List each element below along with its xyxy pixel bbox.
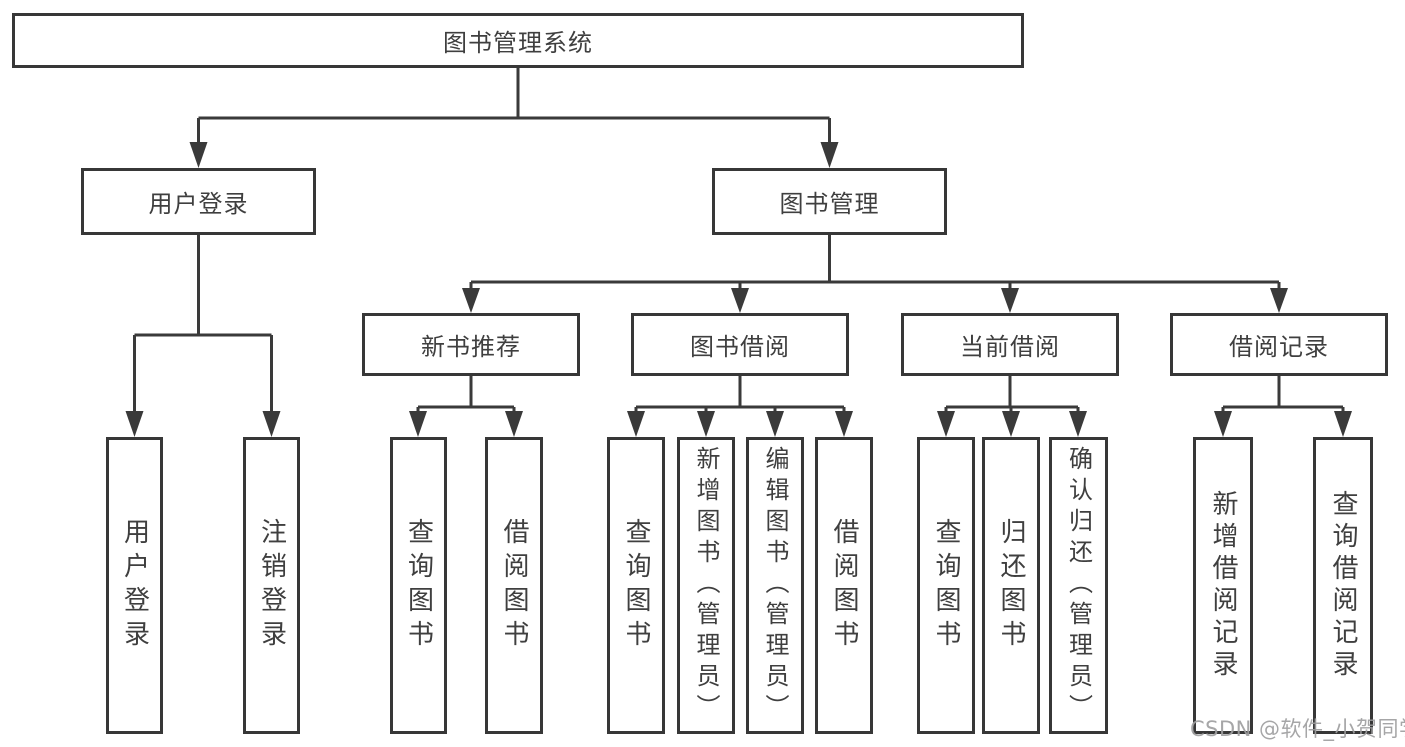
leaf-query-book-2: 查询图书 [607, 437, 665, 734]
leaf-logout: 注销登录 [243, 437, 300, 734]
leaf-query-book-1: 查询图书 [390, 437, 447, 734]
leaf-borrow-book-1: 借阅图书 [485, 437, 543, 734]
leaf-confirm-return-admin: 确认归还（管理员） [1049, 437, 1108, 734]
leaf-edit-book-admin: 编辑图书（管理员） [746, 437, 804, 734]
leaf-query-book-3: 查询图书 [917, 437, 975, 734]
node-book-borrow: 图书借阅 [631, 313, 849, 376]
leaf-add-book-admin: 新增图书（管理员） [677, 437, 735, 734]
watermark: CSDN @软件_小贺同学 [1190, 717, 1405, 741]
leaf-borrow-book-2: 借阅图书 [815, 437, 873, 734]
node-current-borrow: 当前借阅 [901, 313, 1119, 376]
leaf-query-borrow-record: 查询借阅记录 [1313, 437, 1373, 734]
leaf-add-borrow-record: 新增借阅记录 [1193, 437, 1253, 734]
node-borrow-records: 借阅记录 [1170, 313, 1388, 376]
node-user-login: 用户登录 [81, 168, 316, 235]
node-new-book-recommend: 新书推荐 [362, 313, 580, 376]
leaf-user-login: 用户登录 [106, 437, 163, 734]
leaf-return-book: 归还图书 [982, 437, 1040, 734]
node-root: 图书管理系统 [12, 13, 1024, 68]
node-book-management: 图书管理 [712, 168, 947, 235]
